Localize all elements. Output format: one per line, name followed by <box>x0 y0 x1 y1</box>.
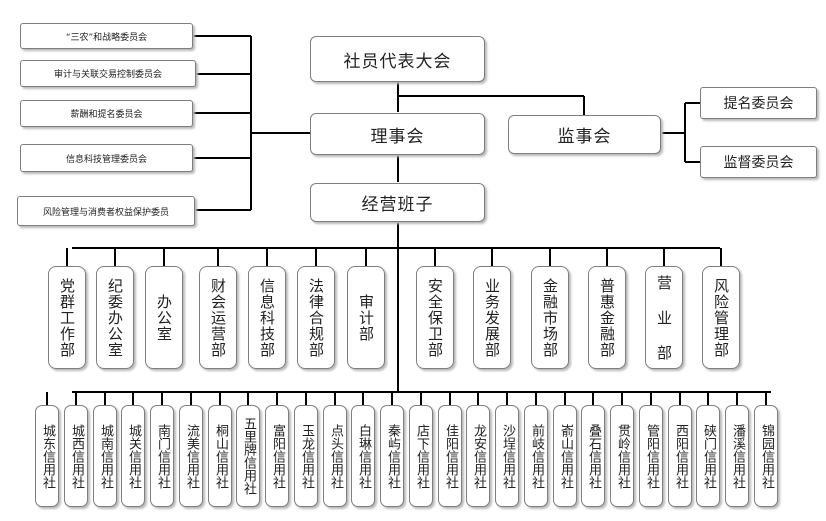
board-box: 理事会 <box>310 113 485 155</box>
dept-inclusive: 普惠金融部 <box>588 266 626 369</box>
dept-security: 安全保卫部 <box>416 266 454 369</box>
branch-box-9: 富阳信用社 <box>265 405 289 507</box>
branch-box-16: 龙安信用社 <box>466 405 490 507</box>
branch-box-20: 叠石信用社 <box>581 405 605 507</box>
branch-box-4: 城关信用社 <box>121 405 145 507</box>
branch-box-18: 前岐信用社 <box>524 405 548 507</box>
branch-box-11: 点头信用社 <box>323 405 347 507</box>
board-committee-audit: 审计与关联交易控制委员会 <box>20 60 196 87</box>
branch-box-5: 南门信用社 <box>150 405 174 507</box>
dept-market: 金融市场部 <box>531 266 569 369</box>
branch-box-10: 玉龙信用社 <box>294 405 318 507</box>
branch-box-21: 贯岭信用社 <box>610 405 634 507</box>
supervisory-committee-nomination: 提名委员会 <box>700 87 817 119</box>
branch-box-14: 店下信用社 <box>409 405 433 507</box>
board-committee-risk: 风险管理与消费者权益保护委员 <box>17 196 195 226</box>
branch-box-17: 沙埕信用社 <box>495 405 519 507</box>
board-committee-it: 信息科技管理委员会 <box>20 144 193 172</box>
dept-office: 办公室 <box>145 266 183 369</box>
dept-it: 信息科技部 <box>248 266 286 369</box>
board-committee-sannong: “三农”和战略委员会 <box>20 23 193 49</box>
branch-box-23: 西阳信用社 <box>668 405 692 507</box>
management-box: 经营班子 <box>310 183 485 222</box>
dept-finance: 财会运营部 <box>199 266 237 369</box>
branch-box-26: 锦园信用社 <box>754 405 778 507</box>
branch-box-6: 流美信用社 <box>179 405 203 507</box>
branch-box-2: 城西信用社 <box>64 405 88 507</box>
branch-box-15: 佳阳信用社 <box>438 405 462 507</box>
branch-box-1: 城东信用社 <box>35 405 59 507</box>
branch-box-7: 桐山信用社 <box>208 405 232 507</box>
branch-box-13: 秦屿信用社 <box>380 405 404 507</box>
dept-business: 业务发展部 <box>473 266 511 369</box>
supervisory-board-box: 监事会 <box>508 115 661 154</box>
branch-box-8: 五里牌信用社 <box>236 405 260 507</box>
dept-operations: 营 业 部 <box>645 266 683 369</box>
branch-box-19: 嵛山信用社 <box>553 405 577 507</box>
general-assembly-box: 社员代表大会 <box>310 36 485 82</box>
supervisory-committee-oversight: 监督委员会 <box>700 146 817 178</box>
branch-box-12: 白琳信用社 <box>351 405 375 507</box>
dept-audit: 审计部 <box>347 266 385 369</box>
branch-box-3: 城南信用社 <box>93 405 117 507</box>
branch-box-22: 管阳信用社 <box>639 405 663 507</box>
branch-box-25: 潘溪信用社 <box>725 405 749 507</box>
dept-discipline: 纪委办公室 <box>96 266 134 369</box>
dept-legal: 法律合规部 <box>297 266 335 369</box>
dept-risk: 风险管理部 <box>702 266 740 369</box>
branch-box-24: 硖门信用社 <box>696 405 720 507</box>
dept-party: 党群工作部 <box>48 266 86 369</box>
board-committee-compensation: 薪酬和提名委员会 <box>20 100 193 127</box>
